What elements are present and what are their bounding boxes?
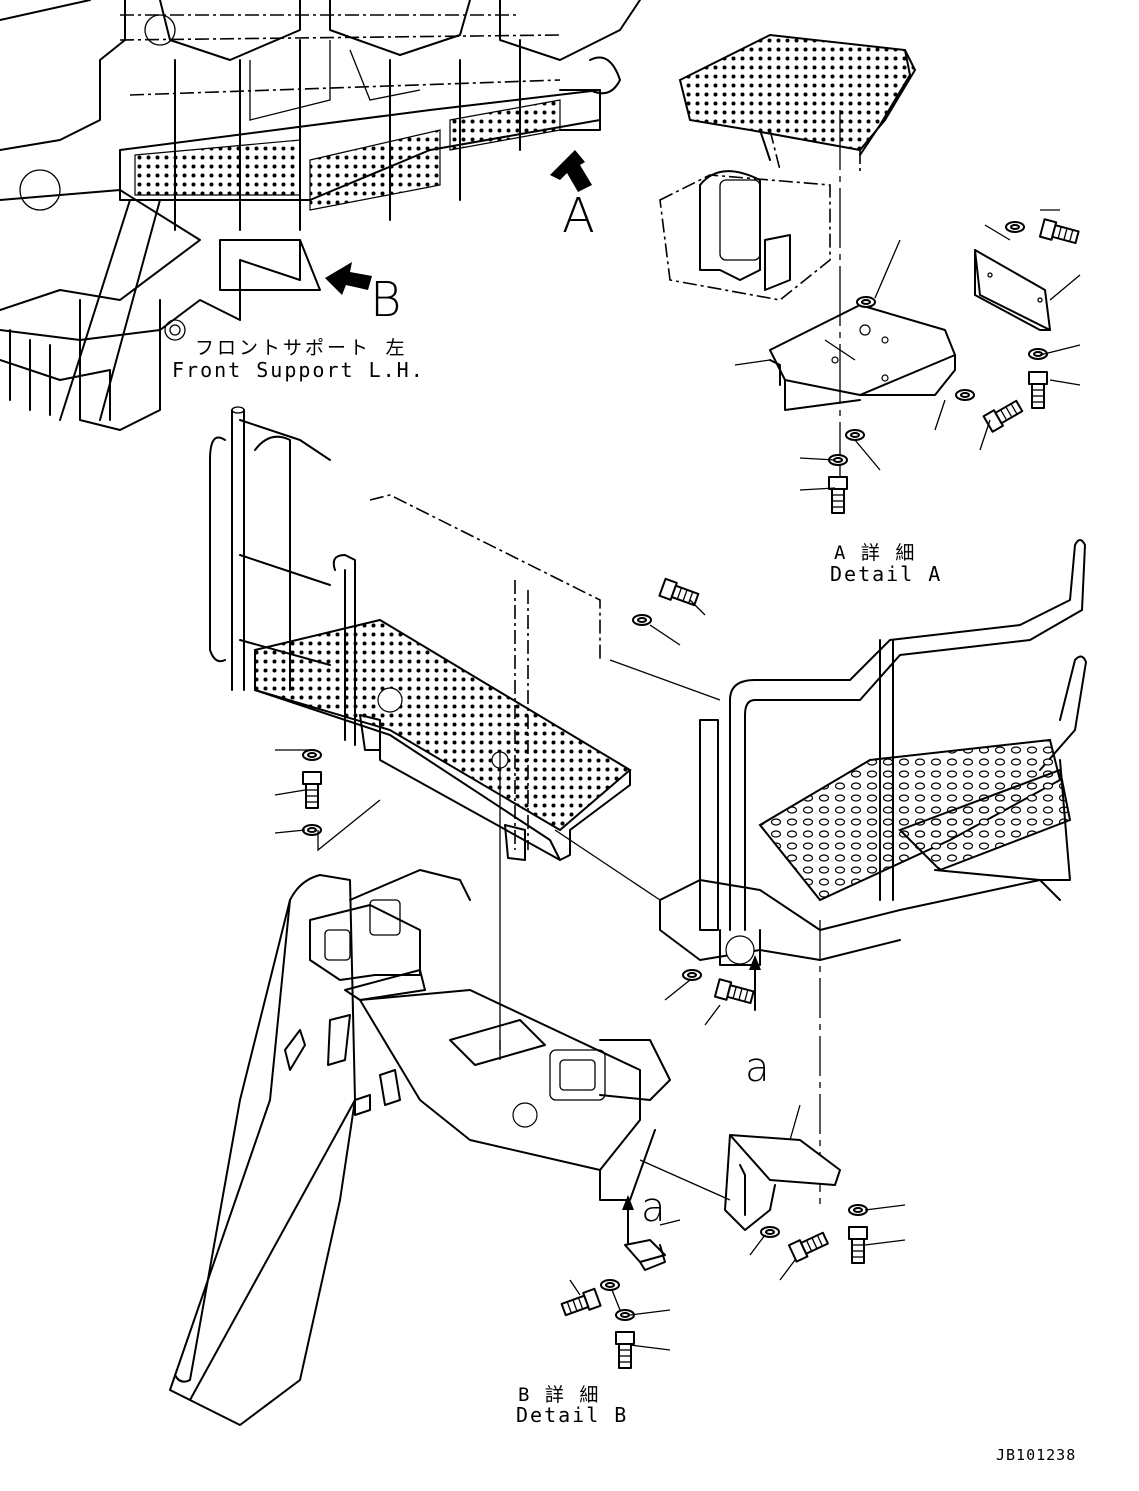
- view-a-callout: A: [562, 188, 595, 244]
- detail-a-caption-en: Detail A: [830, 562, 943, 586]
- detail-b-caption-jp: B 詳 細: [518, 1384, 601, 1406]
- detail-b-assembly: [169, 869, 906, 1426]
- detail-a-caption-jp: A 詳 細: [834, 542, 917, 564]
- left-platform-assembly: [209, 406, 721, 861]
- drawing-number: JB101238: [996, 1446, 1077, 1464]
- right-step-assembly: [499, 539, 1087, 1210]
- front-support-caption-jp: フロントサポート 左: [195, 337, 408, 359]
- view-b-callout: B: [370, 272, 402, 328]
- machine-overview: [0, 0, 641, 431]
- front-support-caption-en: Front Support L.H.: [172, 358, 425, 382]
- detail-a-assembly: [659, 33, 1081, 514]
- arrow-a-lower-label: a: [641, 1185, 666, 1231]
- detail-b-caption-en: Detail B: [516, 1403, 629, 1427]
- arrow-a-upper-label: a: [745, 1045, 770, 1091]
